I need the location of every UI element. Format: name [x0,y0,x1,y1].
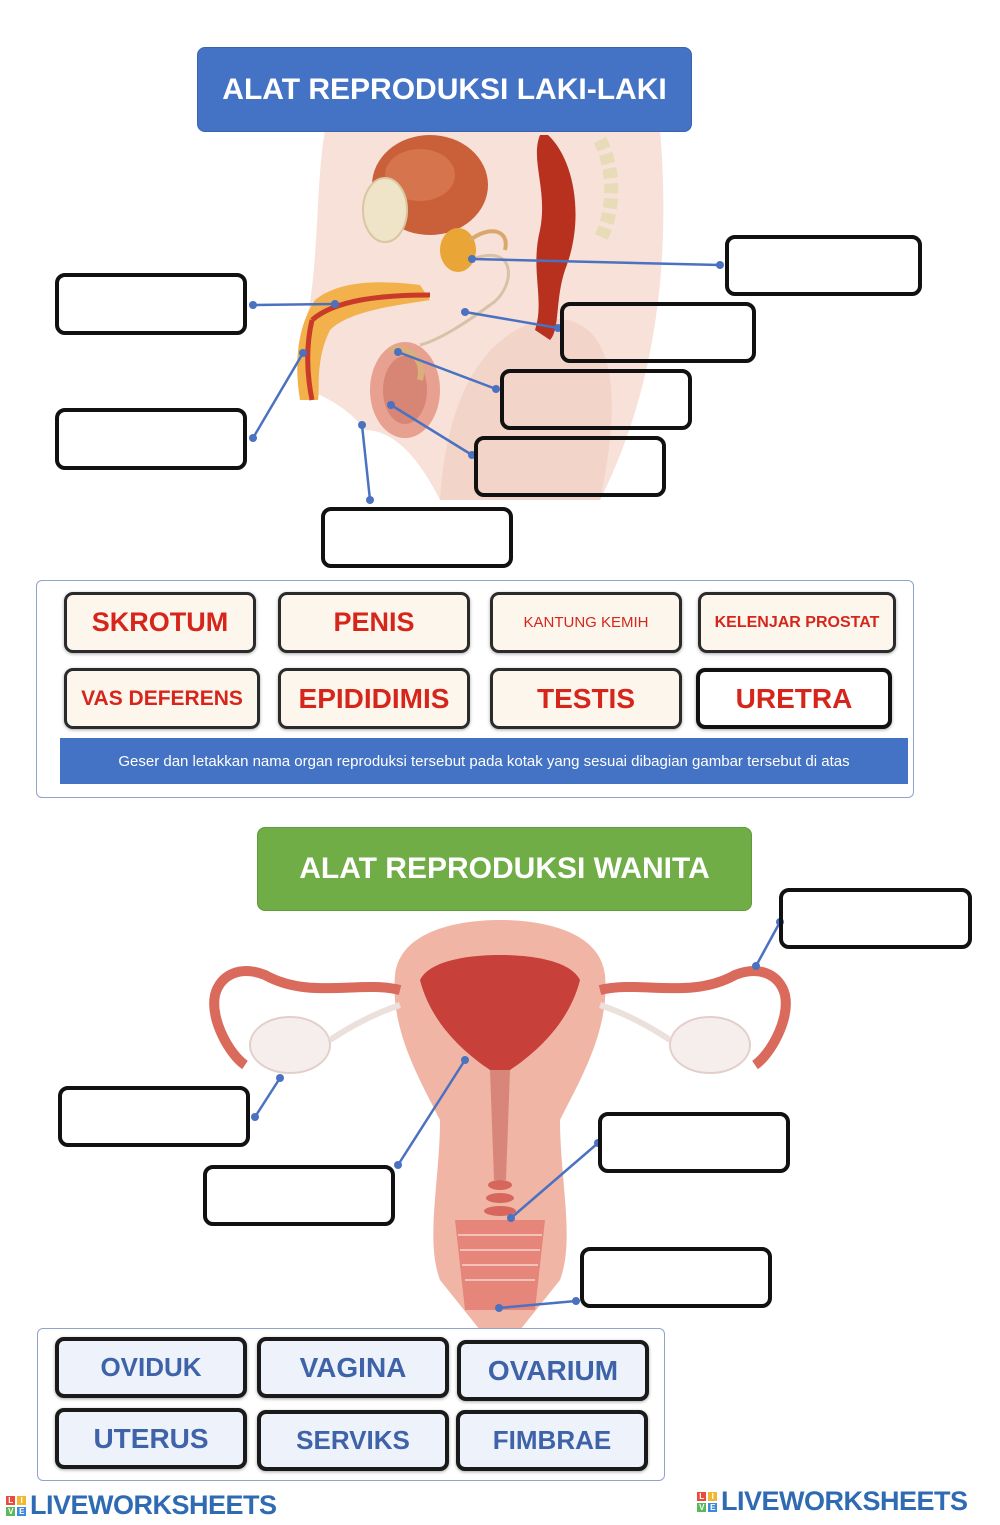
drop-box-female-1[interactable] [779,888,972,949]
female-section-title: ALAT REPRODUKSI WANITA [257,827,752,911]
drop-box-male-3[interactable] [725,235,922,296]
drop-box-female-3[interactable] [203,1165,395,1226]
chip-penis[interactable]: PENIS [278,592,470,653]
drop-box-male-1[interactable] [55,273,247,335]
chip-vas-deferens[interactable]: VAS DEFERENS [64,668,260,729]
chip-kelenjar-prostat[interactable]: KELENJAR PROSTAT [698,592,896,653]
instruction-text: Geser dan letakkan nama organ reproduksi… [60,738,908,784]
male-section-title: ALAT REPRODUKSI LAKI-LAKI [197,47,692,132]
drop-box-female-5[interactable] [580,1247,772,1308]
drop-box-male-2[interactable] [55,408,247,470]
drop-box-male-7[interactable] [321,507,513,568]
drop-box-female-4[interactable] [598,1112,790,1173]
drop-box-female-2[interactable] [58,1086,250,1147]
chip-uterus[interactable]: UTERUS [55,1408,247,1469]
chip-serviks[interactable]: SERVIKS [257,1410,449,1471]
chip-testis[interactable]: TESTIS [490,668,682,729]
drop-box-male-5[interactable] [500,369,692,430]
chip-epididimis[interactable]: EPIDIDIMIS [278,668,470,729]
drop-box-male-4[interactable] [560,302,756,363]
male-anatomy-illustration [249,130,724,504]
chip-uretra[interactable]: URETRA [696,668,892,729]
chip-vagina[interactable]: VAGINA [257,1337,449,1398]
chip-oviduk[interactable]: OVIDUK [55,1337,247,1398]
chip-ovarium[interactable]: OVARIUM [457,1340,649,1401]
logo-text-right: LIVEWORKSHEETS [721,1486,968,1516]
chip-skrotum[interactable]: SKROTUM [64,592,256,653]
logo-text-left: LIVEWORKSHEETS [30,1490,277,1520]
drop-box-male-6[interactable] [474,436,666,497]
female-anatomy-illustration [209,918,791,1330]
chip-kantung-kemih[interactable]: KANTUNG KEMIH [490,592,682,653]
chip-fimbrae[interactable]: FIMBRAE [456,1410,648,1471]
